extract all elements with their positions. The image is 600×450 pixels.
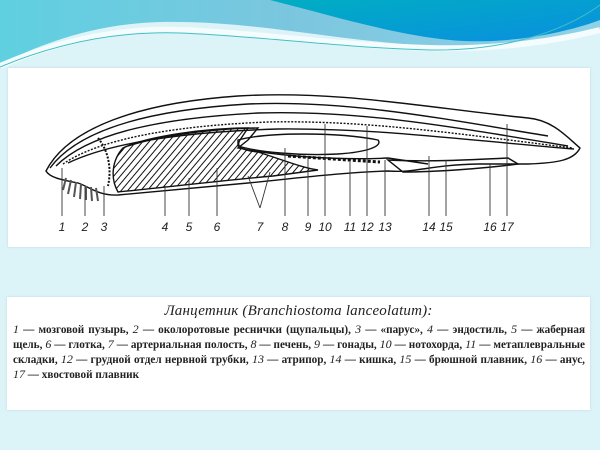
callout-label-12: 12 [360, 220, 374, 234]
callout-label-16: 16 [483, 220, 497, 234]
legend-entry-number: 14 [329, 352, 342, 366]
legend-entry-4: 4 — эндостиль, [427, 322, 512, 336]
legend-entry-9: 9 — гонады, [314, 337, 380, 351]
legend-entry-number: 9 [314, 337, 321, 351]
legend-entry-number: 17 [13, 367, 25, 381]
legend-entry-number: 2 [132, 322, 139, 336]
legend-entry-text: — гонады, [320, 339, 380, 351]
legend-entry-text: — «парус», [361, 324, 428, 336]
legend-entry-11: 11 — метаплевральные складки, [13, 337, 585, 366]
legend-entry-6: 6 — глотка, [45, 337, 108, 351]
legend-entry-number: 8 [250, 337, 257, 351]
legend-entry-text: — брюшной плавник, [411, 354, 531, 366]
callout-label-6: 6 [213, 220, 221, 234]
legend-entry-text: — хвостовой плавник [25, 369, 140, 381]
legend-entry-text: — эндостиль, [433, 324, 512, 336]
legend-entry-text: — атрипор, [263, 354, 330, 366]
legend-entry-number: 11 [465, 337, 477, 351]
legend-entry-2: 2 — околоротовые реснички (щупальцы), [132, 322, 356, 336]
legend-entry-number: 4 [427, 322, 434, 336]
legend-entry-number: 7 [107, 337, 114, 351]
legend-entry-number: 15 [399, 352, 412, 366]
legend-entry-text: — печень, [256, 339, 315, 351]
callout-label-17: 17 [500, 220, 514, 234]
callout-label-9: 9 [304, 220, 312, 234]
callout-label-13: 13 [378, 220, 392, 234]
legend-entry-5: 5 — жаберная щель, [13, 322, 585, 351]
legend-entry-8: 8 — печень, [250, 337, 315, 351]
legend-entry-7: 7 — артериальная полость, [107, 337, 251, 351]
legend-entry-17: 17 — хвостовой плавник [13, 367, 140, 381]
legend-entry-text: — артериальная полость, [113, 339, 251, 351]
legend-entry-14: 14 — кишка, [329, 352, 400, 366]
legend-entry-10: 10 — нотохорда, [379, 337, 466, 351]
diagram-panel: 1 2 3 4 5 6 7 8 9 10 11 12 13 14 15 16 1… [8, 68, 590, 247]
legend-body: 1 — мозговой пузырь, 2 — околоротовые ре… [13, 322, 585, 382]
legend-entry-text: — околоротовые реснички (щупальцы), [138, 324, 356, 336]
legend-entry-number: 12 [60, 352, 73, 366]
legend-entry-text: — мозговой пузырь, [19, 324, 133, 336]
legend-entry-12: 12 — грудной отдел нервной трубки, [60, 352, 252, 366]
legend-entry-text: — глотка, [51, 339, 108, 351]
callout-label-2: 2 [81, 220, 89, 234]
legend-entry-number: 6 [45, 337, 52, 351]
callout-label-7: 7 [256, 220, 264, 234]
legend-entry-3: 3 — «парус», [355, 322, 428, 336]
legend-entry-number: 10 [379, 337, 392, 351]
callout-label-3: 3 [100, 220, 108, 234]
legend-entry-16: 16 — анус, [530, 352, 585, 366]
callout-label-10: 10 [318, 220, 332, 234]
legend-panel: Ланцетник (Branchiostoma lanceolatum): 1… [7, 297, 590, 410]
callout-label-15: 15 [439, 220, 453, 234]
legend-entry-number: 5 [511, 322, 518, 336]
callout-label-5: 5 [185, 220, 193, 234]
legend-entry-text: — жаберная щель, [13, 324, 585, 351]
legend-entry-text: — кишка, [341, 354, 400, 366]
legend-entry-1: 1 — мозговой пузырь, [13, 322, 133, 336]
legend-entry-number: 13 [251, 352, 264, 366]
lancelet-anatomy-drawing [45, 94, 581, 216]
header-wave-decoration [0, 0, 600, 70]
legend-entry-number: 16 [530, 352, 543, 366]
legend-entry-15: 15 — брюшной плавник, [399, 352, 531, 366]
callout-label-11: 11 [343, 220, 357, 234]
legend-title: Ланцетник (Branchiostoma lanceolatum): [164, 303, 433, 319]
legend-entry-text: — нотохорда, [391, 339, 466, 351]
callout-label-8: 8 [281, 220, 289, 234]
legend-entry-text: — метаплевральные складки, [13, 339, 585, 366]
legend-entry-number: 1 [13, 322, 19, 336]
callout-label-1: 1 [58, 220, 66, 234]
legend-entry-text: — анус, [542, 354, 585, 366]
legend-entry-text: — грудной отдел нервной трубки, [72, 354, 252, 366]
legend-entry-number: 3 [355, 322, 362, 336]
legend-entry-13: 13 — атрипор, [251, 352, 330, 366]
callout-label-14: 14 [422, 220, 436, 234]
callout-label-4: 4 [161, 220, 169, 234]
